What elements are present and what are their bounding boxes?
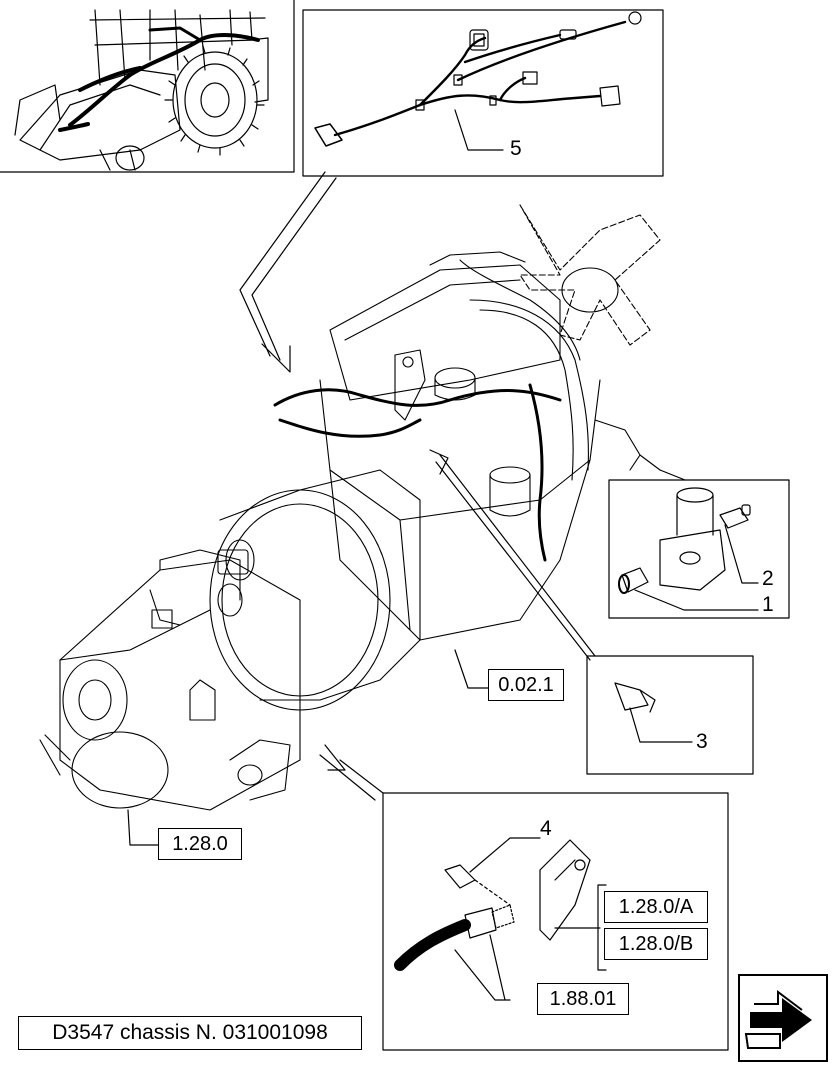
callout-1: 1	[762, 593, 774, 616]
callout-3: 3	[696, 730, 708, 753]
next-page-arrow-icon	[744, 990, 812, 1049]
ref-transmission-b[interactable]: 1.28.0/B	[604, 928, 708, 960]
callout-4: 4	[540, 817, 552, 840]
engine-assembly	[39, 204, 661, 811]
ref-harness[interactable]: 1.88.01	[537, 983, 629, 1015]
ref-transmission-a[interactable]: 1.28.0/A	[604, 891, 708, 923]
ref-engine-group[interactable]: 0.02.1	[488, 669, 564, 701]
next-page-button[interactable]	[738, 974, 828, 1062]
harness-inset	[302, 9, 664, 177]
tractor-inset	[0, 0, 295, 173]
callout-2: 2	[762, 567, 774, 590]
chassis-label: D3547 chassis N. 031001098	[18, 1016, 362, 1050]
harness-location-arrow	[239, 171, 337, 373]
ref-transmission[interactable]: 1.28.0	[158, 828, 242, 860]
thermostat-inset	[608, 469, 790, 619]
transmission-sensor-inset	[319, 744, 729, 1051]
oil-pressure-inset	[429, 449, 754, 775]
callout-5: 5	[510, 137, 522, 160]
